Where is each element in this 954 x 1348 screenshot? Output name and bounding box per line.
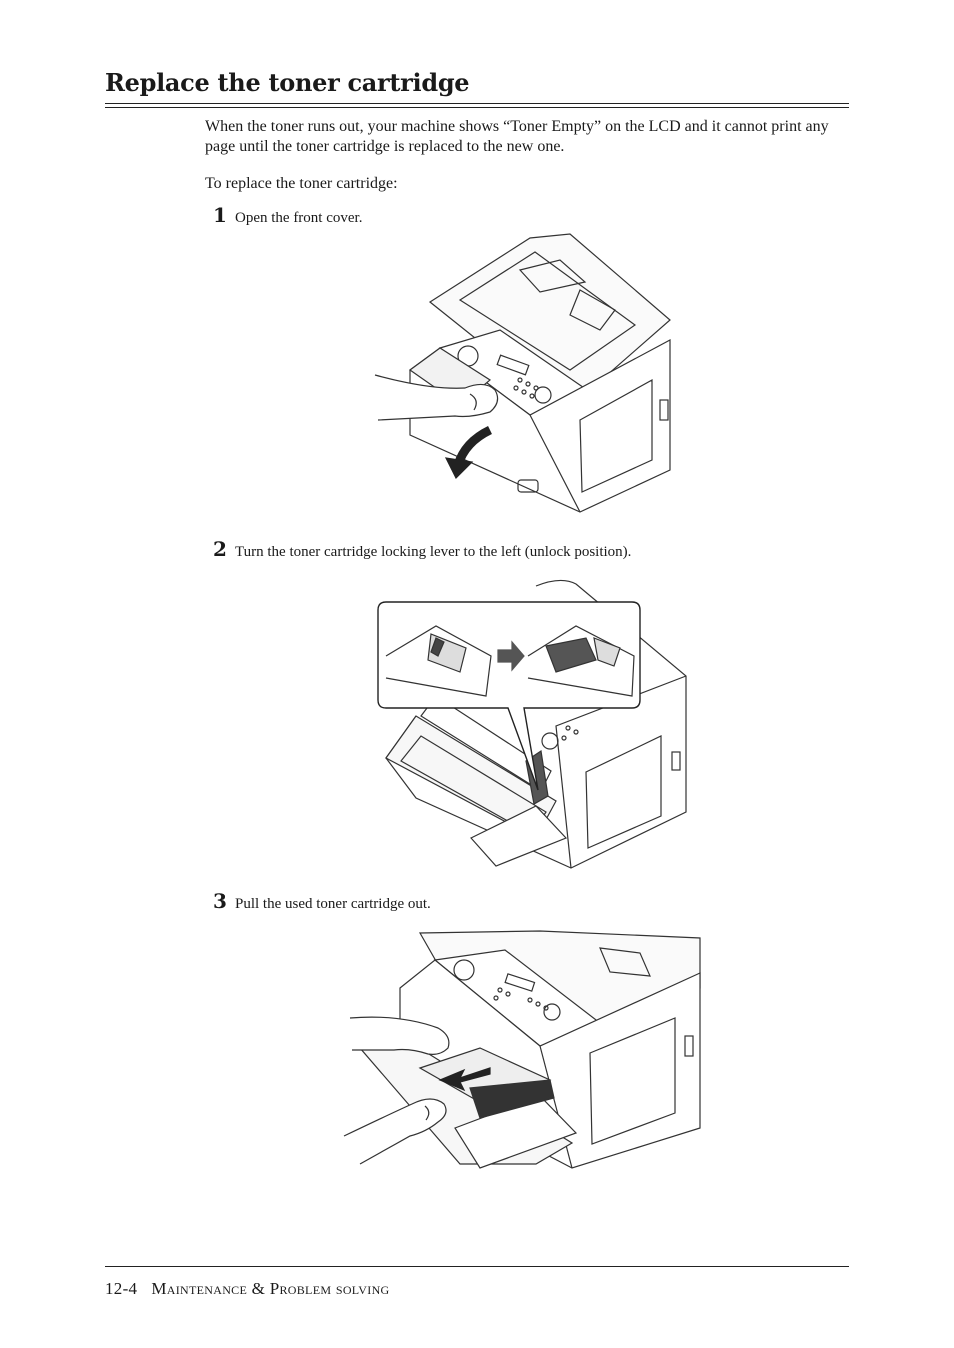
toner-pull-out-illustration (340, 928, 714, 1174)
step-number: 2 (213, 537, 227, 561)
title-rule-top (105, 103, 849, 104)
printer-open-cover-illustration (370, 230, 682, 526)
lead-paragraph: To replace the toner cartridge: (205, 175, 398, 192)
step-text: Pull the used toner cartridge out. (235, 896, 431, 912)
chapter-title: Maintenance & Problem solving (151, 1279, 390, 1298)
page-number: 12-4 (105, 1279, 138, 1298)
section-title: Replace the toner cartridge (105, 68, 470, 97)
step-text: Turn the toner cartridge locking lever t… (235, 544, 632, 560)
step-number: 3 (213, 889, 227, 913)
page-footer: 12-4 Maintenance & Problem solving (105, 1279, 390, 1299)
step-3: 3 Pull the used toner cartridge out. (205, 889, 431, 913)
step-number: 1 (213, 203, 227, 227)
step-text: Open the front cover. (235, 210, 363, 226)
title-rule-bottom (105, 107, 849, 108)
footer-rule (105, 1266, 849, 1267)
toner-lever-unlock-illustration (376, 576, 692, 872)
intro-paragraph: When the toner runs out, your machine sh… (205, 118, 829, 155)
step-2: 2 Turn the toner cartridge locking lever… (205, 537, 631, 561)
step-1: 1 Open the front cover. (205, 203, 362, 227)
